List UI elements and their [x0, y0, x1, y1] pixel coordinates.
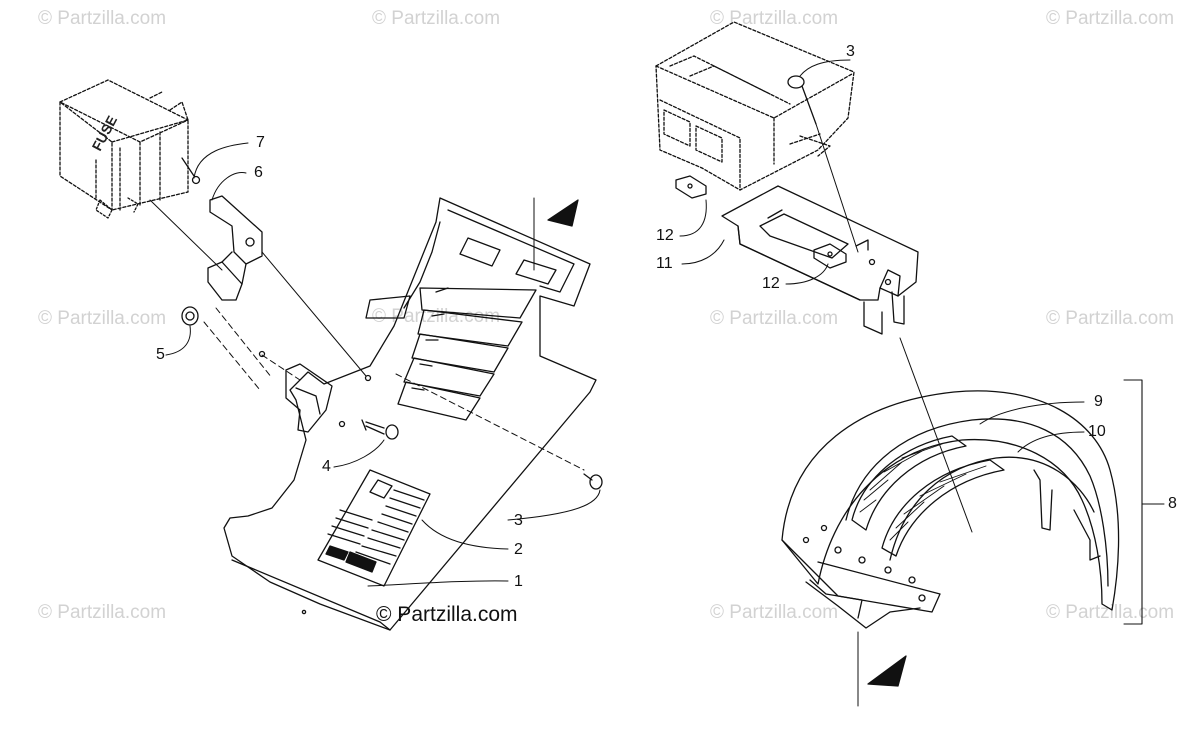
callout-6: 6: [254, 164, 263, 181]
callout-8: 8: [1168, 495, 1177, 512]
callout-3-upper: 3: [846, 43, 855, 60]
decal-10: [881, 459, 1005, 557]
callout-10: 10: [1088, 423, 1106, 440]
screw-4: [361, 419, 399, 440]
callout-12-lower: 12: [762, 275, 780, 292]
copyright-credit: © Partzilla.com: [376, 603, 518, 626]
watermark: © Partzilla.com: [1046, 308, 1175, 329]
arrow-icon: [547, 199, 579, 227]
watermark: © Partzilla.com: [710, 602, 839, 623]
watermark: © Partzilla.com: [1046, 8, 1175, 29]
callout-5: 5: [156, 346, 165, 363]
watermark: © Partzilla.com: [710, 308, 839, 329]
plate-1: [223, 197, 597, 631]
screw-3-upper: [787, 75, 859, 253]
speed-nut-12: [675, 175, 707, 199]
ecu-module: [655, 21, 855, 191]
fuse-box: [59, 79, 189, 219]
watermark: © Partzilla.com: [38, 8, 167, 29]
watermark: © Partzilla.com: [372, 306, 501, 327]
decal-2: [317, 469, 431, 587]
watermark: © Partzilla.com: [38, 308, 167, 329]
speed-nut-12-lower: [813, 243, 847, 269]
watermark: © Partzilla.com: [38, 602, 167, 623]
callout-7: 7: [256, 134, 265, 151]
callout-11: 11: [656, 255, 673, 272]
screw-3: [583, 473, 603, 490]
callout-3: 3: [514, 512, 523, 529]
callout-2: 2: [514, 541, 523, 558]
callout-12-upper: 12: [656, 227, 674, 244]
callout-1: 1: [514, 573, 523, 590]
watermark: © Partzilla.com: [372, 8, 501, 29]
rivet-7: [181, 157, 201, 185]
decal-9: [851, 435, 967, 531]
group-bracket-8: [1123, 379, 1143, 625]
mount-bracket-11: [721, 185, 919, 335]
rear-fender-8: [781, 390, 1120, 629]
watermark: © Partzilla.com: [710, 8, 839, 29]
callout-4: 4: [322, 458, 331, 475]
grommet-5: [181, 306, 199, 326]
arrow-icon: [867, 655, 907, 687]
callout-9: 9: [1094, 393, 1103, 410]
bracket-6: [207, 195, 263, 301]
